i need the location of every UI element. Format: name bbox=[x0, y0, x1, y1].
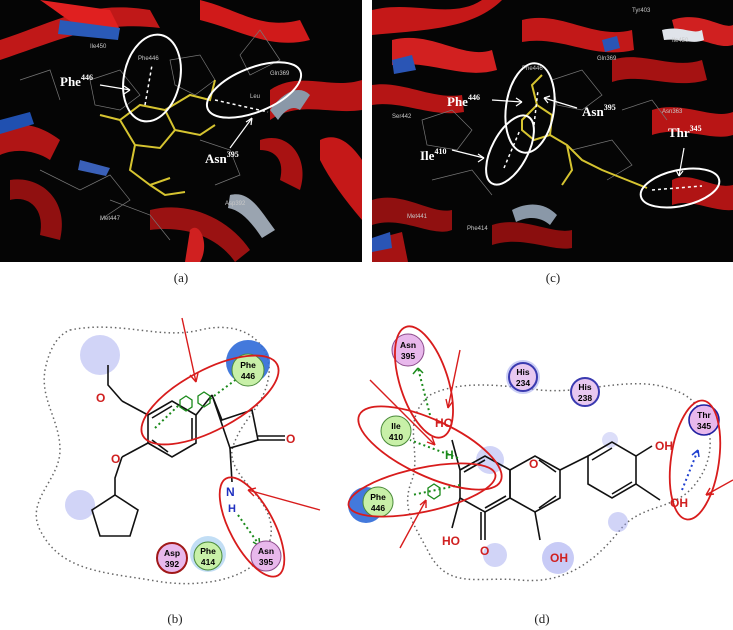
svg-text:Met441: Met441 bbox=[407, 214, 428, 220]
panel-d-caption: (d) bbox=[534, 611, 550, 626]
panel-d-atom-h: H bbox=[445, 448, 454, 462]
svg-text:Leu: Leu bbox=[250, 94, 260, 100]
panel-b-atom-n: N bbox=[226, 485, 235, 499]
panel-d-residue-ile410-num: 410 bbox=[389, 432, 403, 442]
panel-b: O O O N H Phe 446 Asn 395 Asp 392 Phe 41… bbox=[0, 300, 362, 630]
panel-d-residue-thr345-num: 345 bbox=[697, 421, 711, 431]
panel-d-residue-phe446-num: 446 bbox=[371, 503, 385, 513]
panel-b-residue-phe446-name: Phe bbox=[240, 360, 256, 370]
svg-text:Asp392: Asp392 bbox=[225, 201, 246, 207]
panel-c: Phe446 Ile450 Gln369 Ser442 Met441 Phe41… bbox=[372, 0, 733, 290]
panel-b-diagram: O O O N H Phe 446 Asn 395 Asp 392 Phe 41… bbox=[35, 317, 321, 585]
panel-d-residue-his238-num: 238 bbox=[578, 393, 592, 403]
panel-c-label-phe: Phe446 bbox=[447, 93, 480, 109]
panel-b-residue-phe446-num: 446 bbox=[241, 371, 255, 381]
panel-c-label-ile: Ile410 bbox=[420, 147, 446, 163]
panel-c-caption: (c) bbox=[545, 270, 561, 285]
svg-text:Phe446: Phe446 bbox=[522, 66, 543, 72]
panel-a-label-asn: Asn395 bbox=[205, 150, 239, 166]
svg-text:Tyr403: Tyr403 bbox=[632, 8, 651, 14]
panel-d-residue-thr345-name: Thr bbox=[697, 410, 711, 420]
panel-b-atom-o1: O bbox=[96, 391, 105, 405]
panel-b-residue-phe414-name: Phe bbox=[200, 546, 216, 556]
panel-b-atom-o2: O bbox=[111, 452, 120, 466]
svg-text:Ile450: Ile450 bbox=[672, 38, 689, 44]
panel-d-residue-phe446-name: Phe bbox=[370, 492, 386, 502]
panel-a-caption: (a) bbox=[173, 270, 189, 285]
panel-d-residue-his234-name: His bbox=[516, 367, 530, 377]
panel-d-residue-ile410-name: Ile bbox=[391, 421, 401, 431]
panel-c-label-asn: Asn395 bbox=[582, 103, 616, 119]
svg-text:Phe414: Phe414 bbox=[467, 226, 488, 232]
panel-d-atom-oh1: OH bbox=[655, 439, 673, 453]
svg-text:Phe446: Phe446 bbox=[138, 56, 159, 62]
panel-d: HO H OH OH HO O O OH Asn 395 His 234 His… bbox=[340, 300, 733, 630]
panel-a: Ile450 Phe446 Gln369 Met447 Asp392 Leu P… bbox=[0, 0, 362, 290]
svg-text:Ile450: Ile450 bbox=[90, 44, 107, 50]
panel-d-residue-his234-num: 234 bbox=[516, 378, 530, 388]
panel-d-atom-o2: O bbox=[480, 544, 489, 558]
svg-text:Asn363: Asn363 bbox=[662, 109, 683, 115]
svg-text:Gln369: Gln369 bbox=[270, 71, 290, 77]
panel-b-atom-h: H bbox=[228, 503, 236, 515]
panel-d-residue-asn395-num: 395 bbox=[401, 351, 415, 361]
panel-d-diagram: HO H OH OH HO O O OH Asn 395 His 234 His… bbox=[347, 325, 733, 582]
panel-c-render: Phe446 Ile450 Gln369 Ser442 Met441 Phe41… bbox=[372, 0, 733, 262]
panel-b-atom-o3: O bbox=[286, 432, 295, 446]
panel-b-residue-asn395-num: 395 bbox=[259, 557, 273, 567]
panel-b-residue-asn395-name: Asn bbox=[258, 546, 274, 556]
panel-d-atom-ho2: HO bbox=[442, 534, 460, 548]
panel-c-svg: Phe446 Ile450 Gln369 Ser442 Met441 Phe41… bbox=[372, 0, 733, 262]
panel-d-atom-oh3: OH bbox=[550, 551, 568, 565]
panel-b-caption: (b) bbox=[167, 611, 183, 626]
svg-text:Gln369: Gln369 bbox=[597, 56, 617, 62]
panel-b-residue-asp392-num: 392 bbox=[165, 559, 179, 569]
panel-d-atom-o1: O bbox=[529, 457, 538, 471]
panel-d-residue-asn395-name: Asn bbox=[400, 340, 416, 350]
panel-a-render: Ile450 Phe446 Gln369 Met447 Asp392 Leu P… bbox=[0, 0, 362, 262]
panel-d-residue-his238-name: His bbox=[578, 382, 592, 392]
panel-a-svg: Ile450 Phe446 Gln369 Met447 Asp392 Leu P… bbox=[0, 0, 362, 262]
panel-b-residue-asp392-name: Asp bbox=[164, 548, 180, 558]
svg-text:Ser442: Ser442 bbox=[392, 114, 412, 120]
svg-text:Met447: Met447 bbox=[100, 216, 121, 222]
panel-c-label-thr: Thr345 bbox=[668, 124, 702, 140]
panel-a-label-phe: Phe446 bbox=[60, 73, 93, 89]
panel-b-residue-phe414-num: 414 bbox=[201, 557, 215, 567]
